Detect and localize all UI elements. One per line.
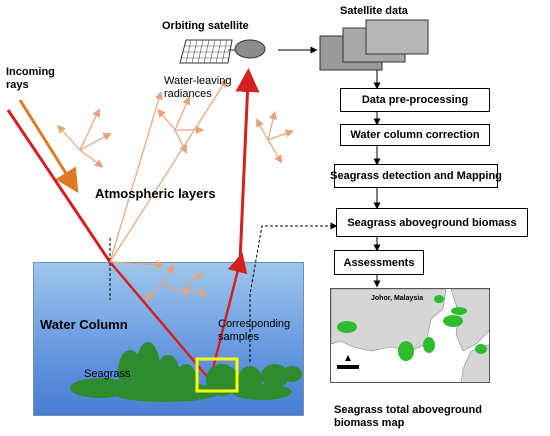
water-leaving-ray — [235, 68, 260, 263]
flow-step-data-preprocessing: Data pre-processing — [340, 88, 490, 112]
solar-panel — [179, 39, 233, 64]
refracted-ray-in — [109, 261, 211, 381]
seagrass-label: Seagrass — [84, 368, 131, 380]
water-leaving-line-1: Water-leaving — [164, 75, 232, 87]
corresponding-samples-line-1: Corresponding — [218, 318, 291, 330]
incoming-rays-label: Incoming rays — [6, 66, 55, 91]
water-leaving-line-2: radiances — [164, 87, 212, 100]
flow-step-seagrass-biomass: Seagrass aboveground biomass — [336, 208, 528, 237]
scatter-arrows — [57, 78, 294, 302]
flow-step-seagrass-detection: Seagrass detection and Mapping — [330, 164, 502, 188]
flow-step-water-column-correction: Water column correction — [340, 124, 490, 146]
map-caption-line-1: Seagrass total aboveground — [334, 404, 482, 416]
samples-link-dashed — [249, 222, 338, 362]
atmospheric-layers-label: Atmospheric layers — [95, 186, 216, 201]
satellite-data-images — [319, 19, 429, 71]
satellite-data-label: Satellite data — [340, 5, 408, 17]
incoming-rays-line-2: rays — [6, 78, 29, 91]
map-caption-line-2: biomass map — [334, 416, 405, 429]
water-column-label: Water Column — [40, 317, 128, 332]
incoming-rays-line-1: Incoming — [6, 66, 55, 78]
satellite-body — [234, 39, 266, 59]
map-graphics — [331, 289, 489, 382]
corresponding-samples-line-2: samples — [218, 330, 259, 343]
flow-step-assessments: Assessments — [334, 250, 424, 275]
seagrass-biomass-map: Johor, Malaysia — [330, 288, 490, 383]
water-leaving-label: Water-leaving radiances — [164, 75, 231, 100]
corresponding-samples-label: Corresponding samples — [218, 318, 290, 343]
seagrass-shapes — [70, 342, 302, 402]
incoming-ray-orange — [18, 99, 79, 194]
map-caption: Seagrass total aboveground biomass map — [334, 404, 482, 429]
sample-highlight-box — [195, 357, 239, 393]
orbiting-satellite-label: Orbiting satellite — [162, 20, 249, 32]
satellite — [179, 39, 266, 64]
map-place-label: Johor, Malaysia — [371, 295, 424, 302]
